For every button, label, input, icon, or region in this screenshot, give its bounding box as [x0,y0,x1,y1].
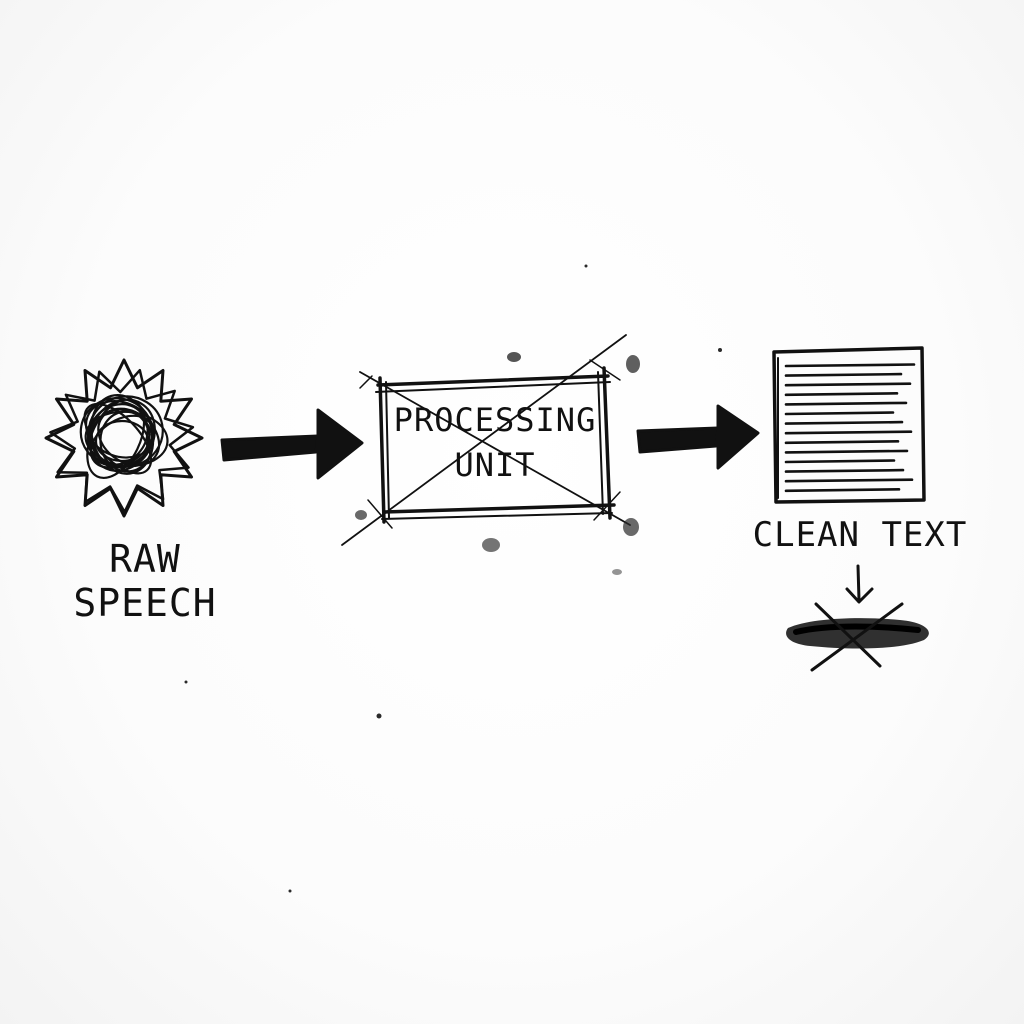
ink-smudges [184,264,722,893]
crossed-out-smudge-icon [786,602,929,672]
processing-unit-label-line-2: UNIT [454,445,536,484]
raw-speech-label-line-2: SPEECH [73,580,217,625]
processing-unit-box [341,334,631,546]
processing-unit-label: PROCESSING UNIT [380,398,610,488]
scribble-starburst-icon [44,358,204,518]
raw-speech-label: RAW SPEECH [60,537,230,625]
processing-unit-label-line-1: PROCESSING [393,401,597,439]
document-lines-icon [772,346,926,504]
arrow-raw-to-processing [220,408,364,480]
clean-text-label: CLEAN TEXT [752,515,968,555]
down-arrow-icon [845,564,874,604]
arrow-processing-to-clean [636,404,760,470]
raw-speech-label-line-1: RAW [109,537,181,581]
